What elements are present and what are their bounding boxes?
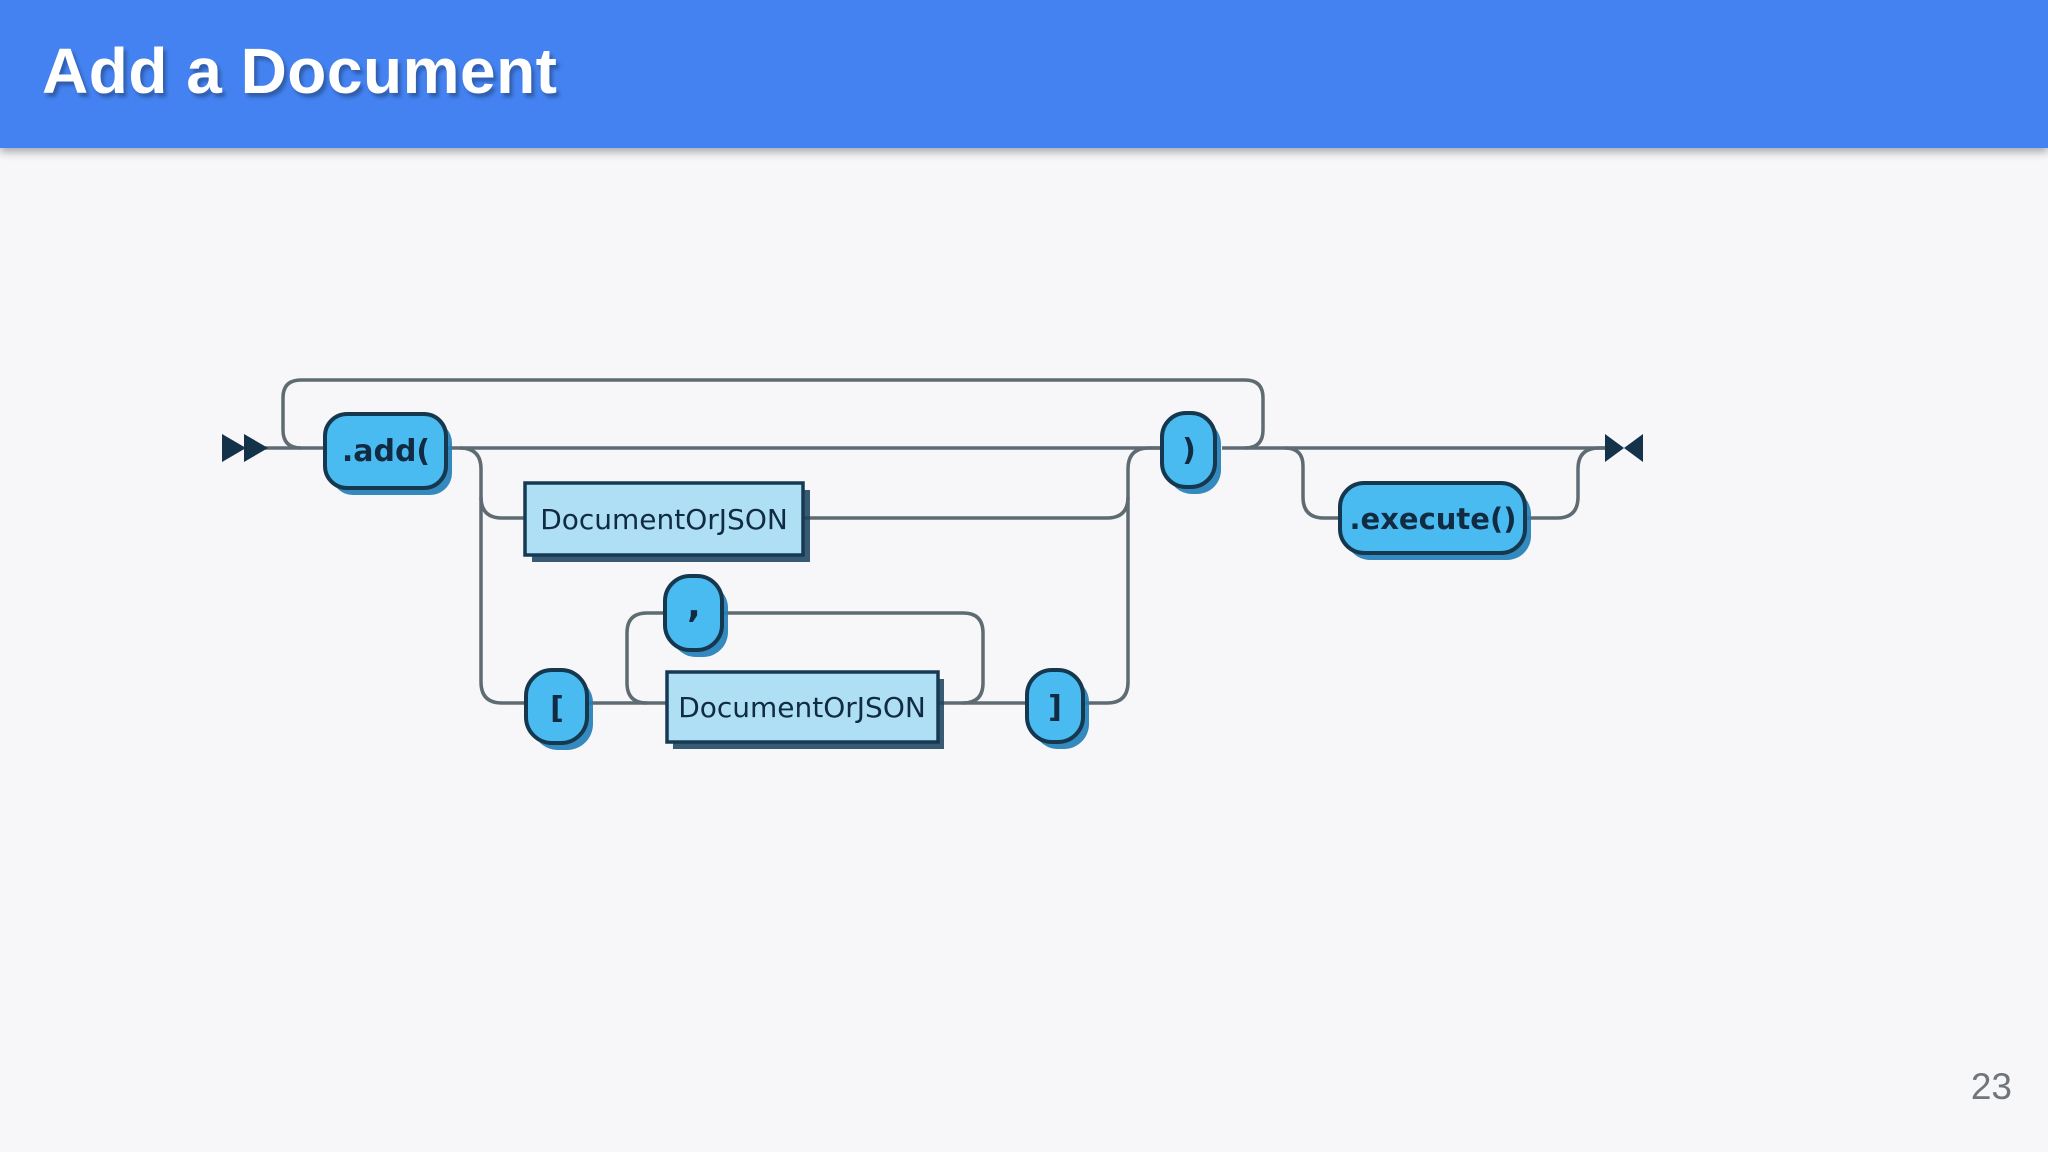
wire-branch-split-vertical — [459, 446, 526, 705]
nonterminal-document-or-json-list: DocumentOrJSON — [665, 670, 944, 749]
nonterminal-document-or-json-single-shape — [523, 481, 805, 557]
nonterminal-document-or-json-single-label: DocumentOrJSON — [540, 503, 788, 536]
page-title: Add a Document — [42, 35, 558, 107]
terminal-comma-shape — [663, 574, 724, 652]
nonterminal-document-or-json-single: DocumentOrJSON — [523, 481, 810, 562]
terminal-paren-close: ) — [1160, 411, 1221, 494]
terminal-bracket-close-label: ] — [1048, 690, 1062, 725]
start-marker-icon — [222, 434, 268, 462]
title-bar: Add a Document — [0, 0, 2048, 148]
diagram-markers — [222, 434, 1643, 462]
terminal-add-open-shape — [323, 412, 448, 490]
wire-docjson-return — [803, 496, 1130, 520]
terminal-bracket-open: [ — [524, 668, 593, 750]
terminal-paren-close-shape — [1160, 411, 1217, 489]
terminal-add-open-label: .add( — [342, 434, 430, 469]
terminal-bracket-close: ] — [1025, 668, 1089, 749]
terminal-execute-label: .execute() — [1350, 502, 1517, 536]
wire-branch-split-to-docjson — [479, 496, 525, 520]
terminal-add-open: .add( — [323, 412, 452, 495]
wire-list-branch-return — [1083, 446, 1162, 705]
wire-outer-repeat-loop — [281, 378, 1265, 450]
wire-comma-loop — [625, 611, 985, 705]
terminal-bracket-open-label: [ — [550, 691, 564, 726]
terminal-bracket-close-shape — [1025, 668, 1085, 744]
terminal-bracket-open-shape — [524, 668, 589, 745]
terminal-comma-label: , — [687, 585, 701, 626]
wire-execute-return — [1525, 446, 1605, 520]
nonterminal-document-or-json-list-label: DocumentOrJSON — [678, 691, 926, 724]
terminal-comma: , — [663, 574, 728, 657]
diagram-wires — [258, 378, 1605, 705]
terminal-execute: .execute() — [1338, 481, 1531, 560]
end-marker-icon — [1605, 434, 1643, 462]
wire-execute-split — [1284, 446, 1340, 520]
terminal-execute-shape — [1338, 481, 1527, 555]
page-number: 23 — [1970, 1066, 2012, 1107]
terminal-paren-close-label: ) — [1182, 433, 1196, 468]
nonterminal-document-or-json-list-shape — [665, 670, 940, 744]
